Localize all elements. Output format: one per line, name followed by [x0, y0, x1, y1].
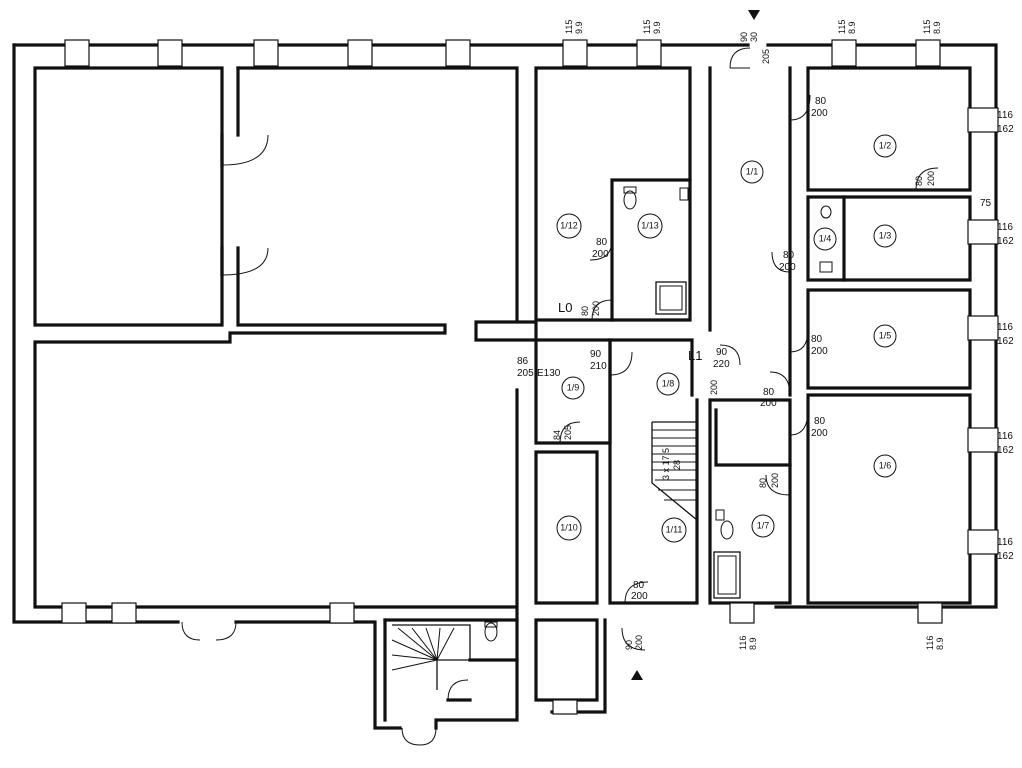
dim-window-width: 116 [738, 636, 748, 650]
dim-window-height: 8.9 [932, 21, 942, 34]
dim-door-height: 205 [563, 425, 573, 440]
dim-door-height: 205 [517, 368, 534, 379]
room-1-1: 1/1 [740, 160, 764, 184]
window-dimensions: 115 9.9 115 9.9 115 8.9 115 8.9 116 162 … [564, 20, 1014, 650]
room-label: 1/3 [879, 230, 892, 240]
dim-window-width: 115 [922, 20, 932, 34]
room-1-13: 1/13 [637, 213, 663, 239]
dim-door-width: 80 [596, 237, 608, 248]
dim-door-extra: 205 [761, 49, 771, 64]
dim-door-height: 200 [811, 108, 828, 119]
dim-door-width: 80 [914, 176, 924, 186]
dim-door-height: 200 [779, 262, 796, 273]
room-label: 1/7 [757, 520, 770, 530]
room-label: 1/4 [819, 233, 832, 243]
dim-door-width: 84 [552, 430, 562, 440]
entrance-arrow-bottom [631, 670, 643, 680]
dim-door-height: 200 [592, 249, 609, 260]
dim-door-height: 200 [760, 398, 777, 409]
entrance-arrow-top [748, 10, 760, 20]
dim-window-width: 115 [837, 20, 847, 34]
dim-door-width: 80 [580, 306, 590, 316]
dim-door-width: 80 [783, 250, 795, 261]
dim-door-width: 90 [716, 347, 728, 358]
room-1-5: 1/5 [873, 324, 897, 348]
dim-door-width: 80 [633, 580, 645, 591]
dim-door-height: 30 [749, 32, 759, 42]
room-1-10: 1/10 [556, 515, 582, 541]
dim-75: 75 [980, 198, 992, 209]
room-1-12: 1/12 [556, 213, 582, 239]
dim-door-width: 90 [624, 640, 634, 650]
room-label: 1/13 [641, 220, 659, 230]
room-label: 1/1 [746, 166, 759, 176]
room-1-7: 1/7 [751, 514, 775, 538]
doors [181, 47, 939, 746]
stair-note-b: 28 [672, 460, 682, 470]
dim-window-height: 162 [997, 236, 1014, 247]
room-label: 1/12 [560, 220, 578, 230]
fire-rating: E130 [537, 368, 561, 379]
windows [61, 39, 999, 715]
dim-door-height: 220 [713, 359, 730, 370]
stairs [391, 421, 698, 690]
dim-window-width: 116 [997, 431, 1013, 442]
interior-walls [383, 66, 972, 722]
dim-door-height: 210 [590, 361, 607, 372]
room-label: 1/6 [879, 460, 892, 470]
dim-door-height: 200 [926, 171, 936, 186]
room-label: 1/2 [879, 140, 892, 150]
dim-window-width: 116 [997, 222, 1013, 233]
dim-door-height: 200 [811, 428, 828, 439]
dim-window-height: 9.9 [652, 21, 662, 34]
dim-door-width: 80 [811, 334, 823, 345]
dim-door-width: 90 [739, 32, 749, 42]
room-1-6: 1/6 [873, 454, 897, 478]
room-label: 1/8 [662, 378, 675, 388]
room-label: 1/5 [879, 330, 892, 340]
dim-window-height: 162 [997, 445, 1014, 456]
dim-window-height: 8.9 [847, 21, 857, 34]
dim-door-height: 200 [811, 346, 828, 357]
dim-door-width: 80 [815, 96, 827, 107]
room-1-4: 1/4 [813, 227, 837, 251]
dim-door-height: 200 [634, 635, 644, 650]
dim-door-width: 80 [763, 387, 775, 398]
dim-window-width: 116 [997, 110, 1013, 121]
dim-window-width: 116 [997, 322, 1013, 333]
dim-door-height: 200 [591, 301, 601, 316]
dim-window-width: 116 [997, 537, 1013, 548]
dim-door-width: 80 [814, 416, 826, 427]
dim-window-width: 116 [925, 636, 935, 650]
dim-window-height: 8.9 [748, 637, 758, 650]
room-labels: 1/1 1/2 1/3 1/4 1/5 1/6 1/7 1/8 1/9 1/10… [556, 134, 897, 543]
room-label: 1/10 [560, 522, 578, 532]
dim-window-height: 9.9 [574, 21, 584, 34]
dim-door-width: 90 [590, 349, 602, 360]
dim-window-width: 115 [564, 20, 574, 34]
room-label: 1/11 [666, 524, 683, 534]
door-dimensions: 90 30 205 80 200 80 200 80 200 80 200 80… [517, 32, 936, 650]
dim-door-height: 200 [631, 591, 648, 602]
stair-note: 3 x 17.5 [661, 448, 671, 480]
dim-door-width: 86 [517, 356, 529, 367]
dim-window-height: 162 [997, 336, 1014, 347]
room-label: 1/9 [567, 382, 580, 392]
dim-window-width: 115 [642, 20, 652, 34]
room-1-3: 1/3 [873, 224, 897, 248]
room-1-9: 1/9 [561, 376, 585, 400]
level-label-l0: L0 [558, 300, 572, 315]
room-1-2: 1/2 [873, 134, 897, 158]
level-label-l1: L1 [688, 348, 702, 363]
room-1-11: 1/11 [661, 517, 687, 543]
dim-window-height: 162 [997, 551, 1014, 562]
dim-door-width: 200 [709, 380, 719, 395]
dim-window-height: 8.9 [935, 637, 945, 650]
dim-door-width: 80 [758, 478, 768, 488]
dim-window-height: 162 [997, 124, 1014, 135]
room-1-8: 1/8 [656, 372, 680, 396]
dim-door-height: 200 [770, 473, 780, 488]
fixtures [484, 186, 833, 642]
